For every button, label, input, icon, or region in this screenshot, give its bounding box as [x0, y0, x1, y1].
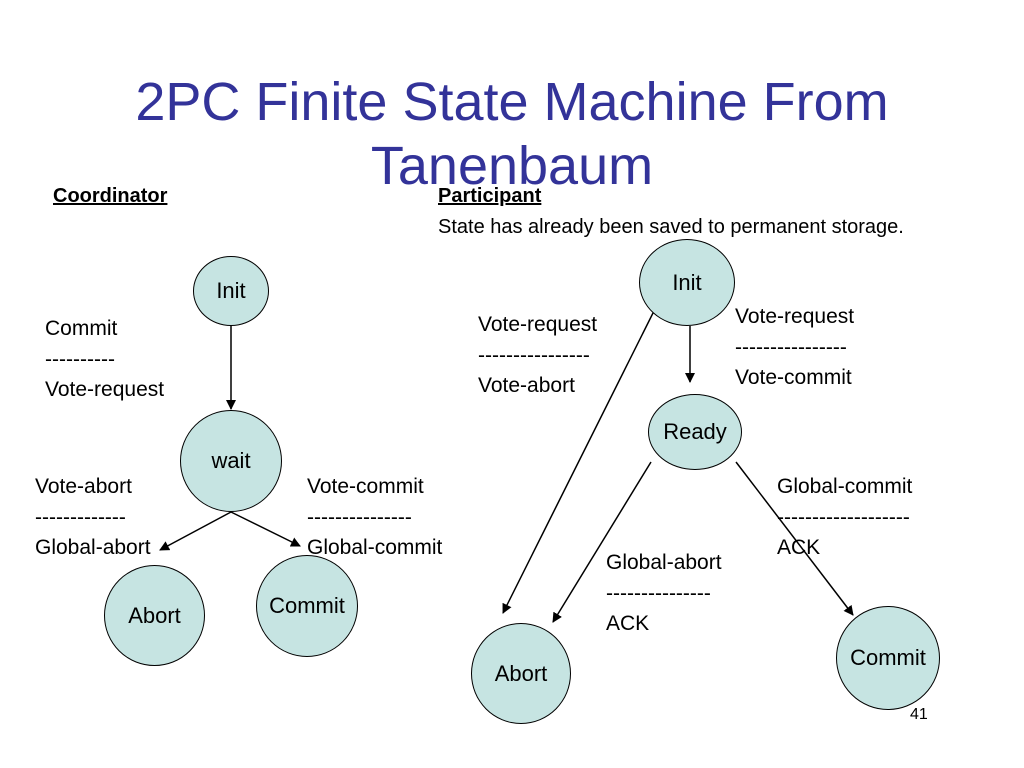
slide-title: 2PC Finite State Machine From Tanenbaum	[135, 72, 889, 196]
part-label-ready-commit: Global-commit ------------------- ACK	[777, 475, 913, 559]
coord-edge-wait-abort	[159, 511, 232, 551]
part-label-init-ready: Vote-request ---------------- Vote-commi…	[735, 305, 855, 389]
part-edge-ready-abort	[552, 461, 652, 623]
coord-state-init: Init	[193, 256, 269, 326]
part-state-abort: Abort	[471, 623, 571, 724]
part-state-init: Init	[639, 239, 735, 326]
coord-edge-wait-commit	[230, 511, 301, 547]
coord-label-wait-commit: Vote-commit --------------- Global-commi…	[307, 475, 443, 559]
part-label-init-abort: Vote-request ---------------- Vote-abort	[478, 313, 598, 397]
coord-label-init-wait: Commit ---------- Vote-request	[45, 317, 165, 401]
part-edge-ready-commit	[735, 461, 854, 616]
coord-state-wait: wait	[180, 410, 282, 512]
coordinator-heading: Coordinator	[53, 185, 168, 207]
page-number: 41	[910, 706, 928, 723]
coord-state-commit: Commit	[256, 555, 358, 657]
part-state-ready: Ready	[648, 394, 742, 470]
coord-label-wait-abort: Vote-abort ------------- Global-abort	[35, 475, 151, 559]
coord-state-abort: Abort	[104, 565, 205, 666]
part-edge-init-abort	[502, 304, 658, 614]
participant-description: State has already been saved to permanen…	[438, 216, 904, 238]
participant-heading: Participant	[438, 185, 542, 207]
part-state-commit: Commit	[836, 606, 940, 710]
part-label-ready-abort: Global-abort --------------- ACK	[606, 551, 722, 635]
